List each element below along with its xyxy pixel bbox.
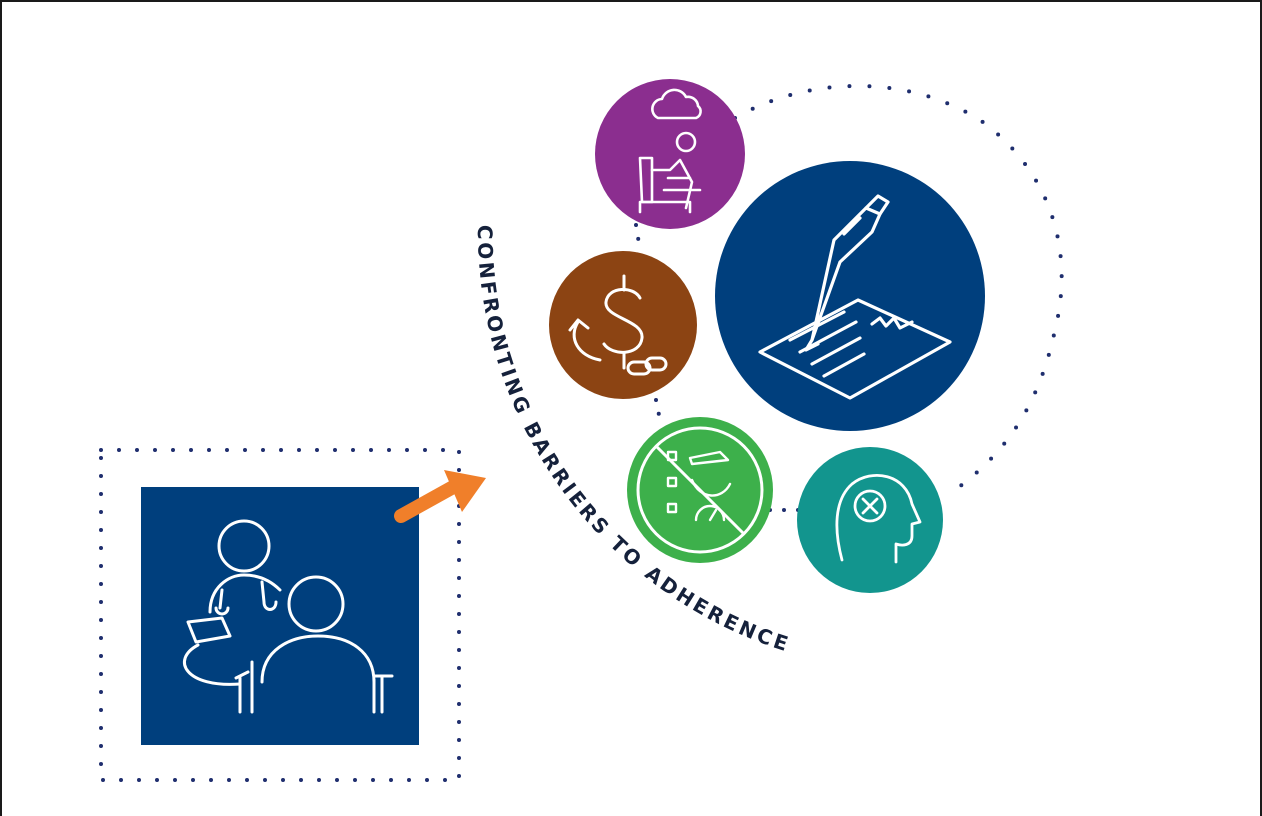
- arrow-icon: [394, 470, 486, 523]
- head-with-x-icon: [835, 474, 922, 564]
- depression-circle: [595, 79, 745, 229]
- person-under-cloud-icon: [638, 88, 702, 214]
- doctor-patient-consultation-icon: [183, 519, 394, 714]
- cognition-circle: [797, 447, 943, 593]
- no-lifestyle-change-icon: [666, 450, 732, 522]
- dollar-cost-icon: [568, 274, 668, 376]
- cost-circle: [549, 251, 697, 399]
- patient-visit-tile: [141, 487, 419, 745]
- dotted-square-border: [99, 448, 461, 782]
- dotted-connectors: [634, 223, 802, 512]
- lifestyle-circle: [627, 417, 773, 563]
- signing-document-icon: [758, 194, 952, 400]
- complexity-circle: [715, 161, 985, 431]
